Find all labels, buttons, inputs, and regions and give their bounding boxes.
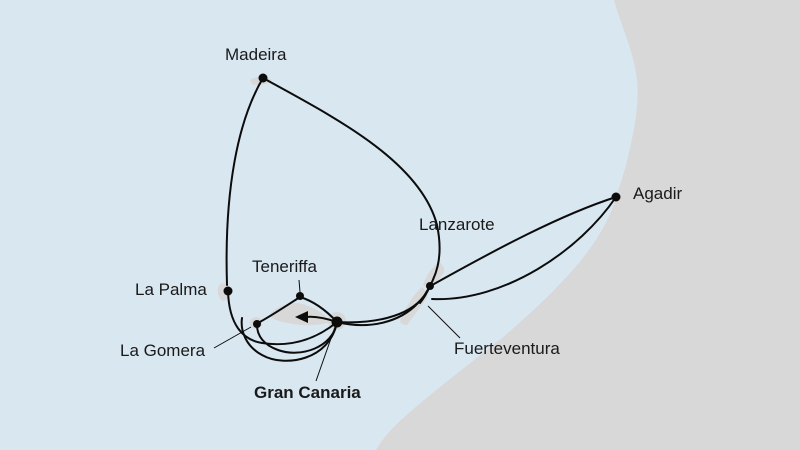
port-label-fuerteventura: Fuerteventura	[454, 339, 560, 358]
direction-arrow-icon	[295, 311, 308, 323]
port-label-agadir: Agadir	[633, 184, 683, 203]
port-label-la-palma: La Palma	[135, 280, 207, 299]
route-gran-canaria-fuerteventura	[336, 302, 419, 327]
route-gran-canaria-south-loop	[240, 317, 338, 362]
route-lanzarote-agadir	[433, 196, 617, 285]
route-teneriffa-la-gomera	[257, 296, 301, 324]
port-marker-agadir	[611, 192, 621, 202]
port-label-la-gomera: La Gomera	[120, 341, 206, 360]
leader-line-fuerteventura	[427, 305, 461, 339]
port-marker-gran-canaria	[331, 316, 343, 328]
port-marker-lanzarote	[426, 282, 434, 290]
port-marker-madeira	[258, 73, 268, 83]
route-agadir-fuerteventura	[431, 196, 617, 301]
leader-line-teneriffa	[298, 279, 301, 293]
route-madeira-la-palma	[225, 77, 264, 286]
port-label-gran-canaria: Gran Canaria	[254, 383, 361, 402]
route-madeira-east-loop	[262, 77, 441, 324]
route-la-palma-gran-canaria	[227, 290, 338, 346]
island-tenerife	[270, 303, 330, 326]
leader-line-gran-canaria	[315, 326, 336, 382]
landmass-africa	[376, 0, 800, 450]
port-label-madeira: Madeira	[225, 45, 287, 64]
port-marker-la-gomera	[253, 320, 261, 328]
route-gran-canaria-la-gomera-loop	[256, 321, 338, 354]
port-label-teneriffa: Teneriffa	[252, 257, 317, 276]
port-label-lanzarote: Lanzarote	[419, 215, 495, 234]
port-marker-la-palma	[223, 286, 233, 296]
leader-line-la-gomera	[213, 326, 252, 349]
port-marker-teneriffa	[296, 292, 304, 300]
